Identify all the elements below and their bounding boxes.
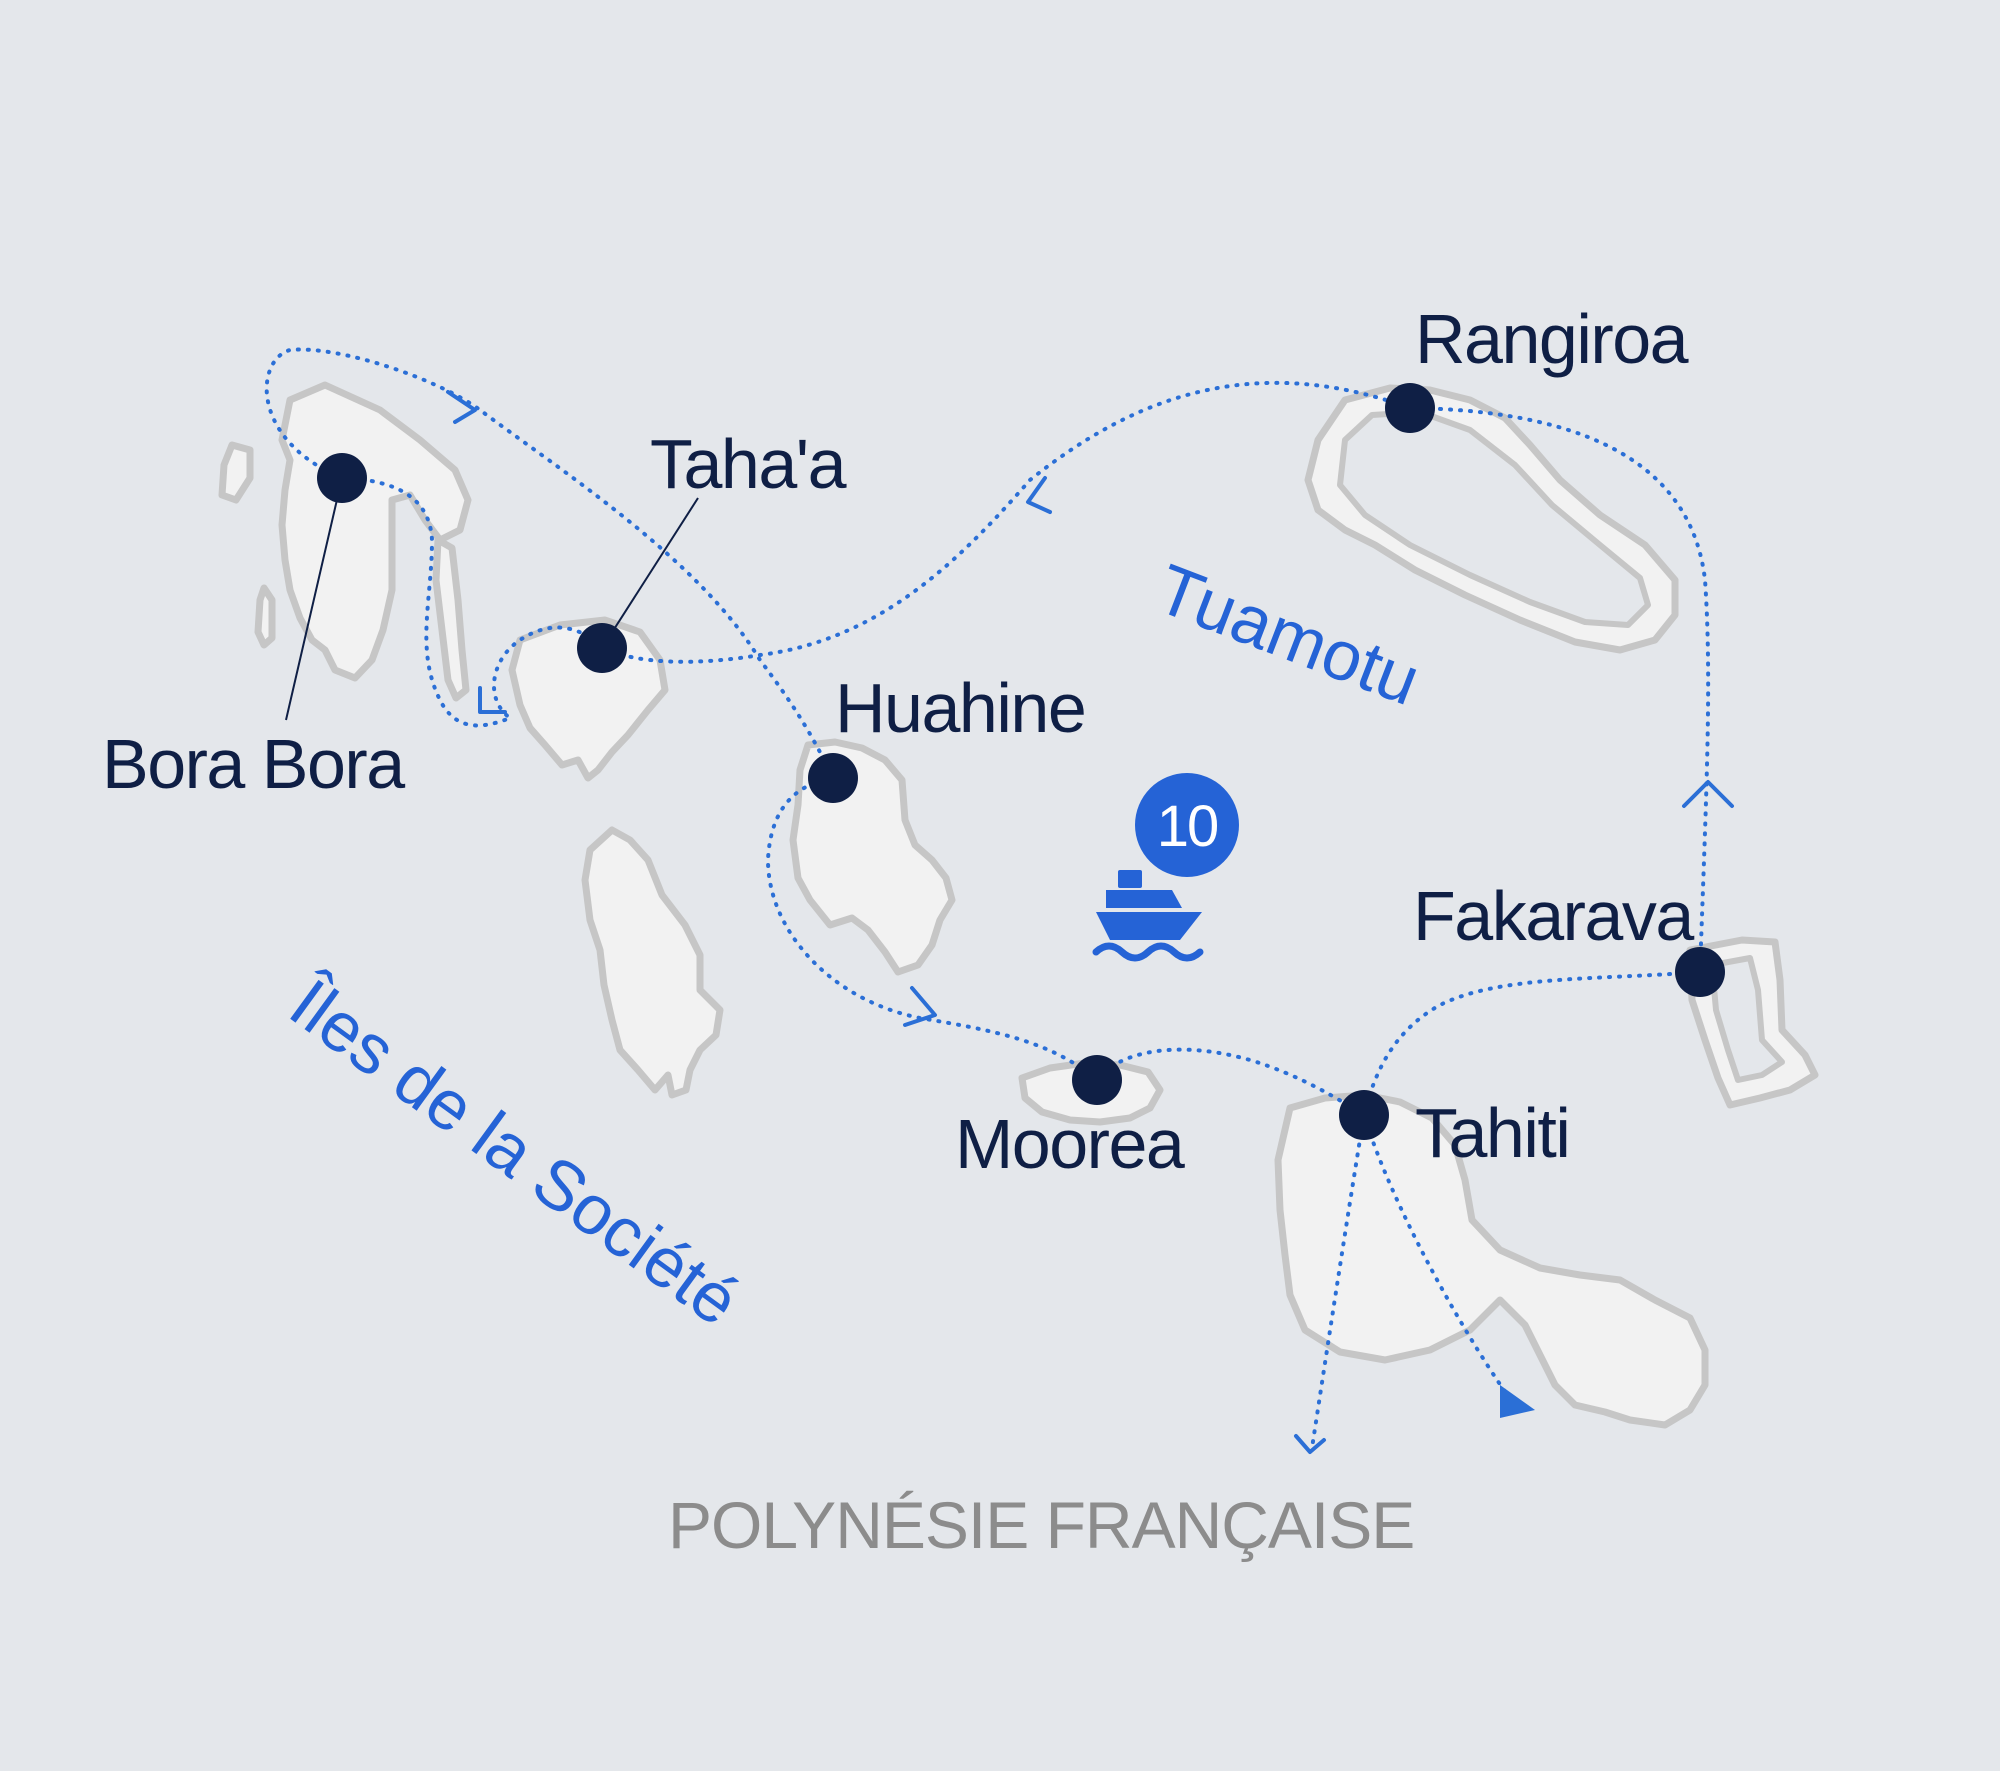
route-tahaa-to-rangiroa	[600, 380, 1412, 664]
label-bora-bora: Bora Bora	[102, 725, 405, 803]
region-label-tuamotu: Tuamotu	[1147, 549, 1430, 720]
stop-marker-tahaa	[577, 623, 627, 673]
label-moorea: Moorea	[955, 1105, 1185, 1183]
stop-marker-tahiti	[1339, 1090, 1389, 1140]
waves-icon	[1092, 942, 1204, 962]
islet-bora-bora-west	[218, 441, 254, 504]
stop-labels: Bora Bora Taha'a Huahine Moorea Tahiti F…	[102, 300, 1696, 1183]
islet-bora-bora-reef	[432, 536, 470, 702]
leader-tahaa	[601, 497, 699, 649]
lagoon-rangiroa	[1337, 409, 1651, 628]
route-tahiti-south-1	[1310, 1113, 1366, 1450]
nights-badge	[1135, 773, 1239, 877]
triangle-arrow-icon	[1500, 1385, 1535, 1418]
stop-marker-moorea	[1072, 1055, 1122, 1105]
route-bora-bora-to-tahaa	[340, 476, 604, 728]
label-tahaa: Taha'a	[650, 425, 847, 503]
chevron-arrow-icon	[478, 686, 507, 714]
nights-count: 10	[1157, 794, 1218, 859]
leader-bora-bora	[285, 477, 343, 721]
chevron-arrow-icon	[903, 986, 937, 1027]
route-huahine-to-moorea	[765, 776, 1099, 1082]
stop-markers	[317, 383, 1725, 1140]
route-rangiroa-to-fakarava	[1408, 406, 1711, 974]
label-huahine: Huahine	[835, 669, 1085, 747]
label-rangiroa: Rangiroa	[1415, 300, 1689, 378]
country-label: POLYNÉSIE FRANÇAISE	[668, 1488, 1414, 1562]
cruise-route	[264, 347, 1734, 1454]
islet-bora-bora-southwest	[254, 584, 276, 649]
stop-marker-fakarava	[1675, 947, 1725, 997]
stop-marker-bora-bora	[317, 453, 367, 503]
chevron-arrow-icon	[446, 390, 477, 424]
route-fakarava-to-tahiti	[1362, 970, 1702, 1117]
stop-marker-rangiroa	[1385, 383, 1435, 433]
route-tahiti-south-2	[1362, 1113, 1510, 1398]
route-moorea-to-tahiti	[1095, 1047, 1366, 1117]
label-fakarava: Fakarava	[1413, 877, 1694, 955]
stop-marker-huahine	[808, 753, 858, 803]
chevron-arrow-icon	[1682, 780, 1734, 808]
cruise-duration-badge: 10	[1135, 773, 1239, 877]
lagoon-fakarava	[1709, 955, 1785, 1083]
route-bora-bora-loop	[264, 347, 835, 780]
chevron-arrow-icon	[1026, 476, 1052, 514]
chevron-arrow-icon	[1294, 1434, 1326, 1454]
island-tahaa	[508, 616, 669, 782]
label-tahiti: Tahiti	[1415, 1094, 1569, 1172]
island-raiatea	[581, 826, 724, 1099]
ship-icon	[1096, 870, 1202, 940]
